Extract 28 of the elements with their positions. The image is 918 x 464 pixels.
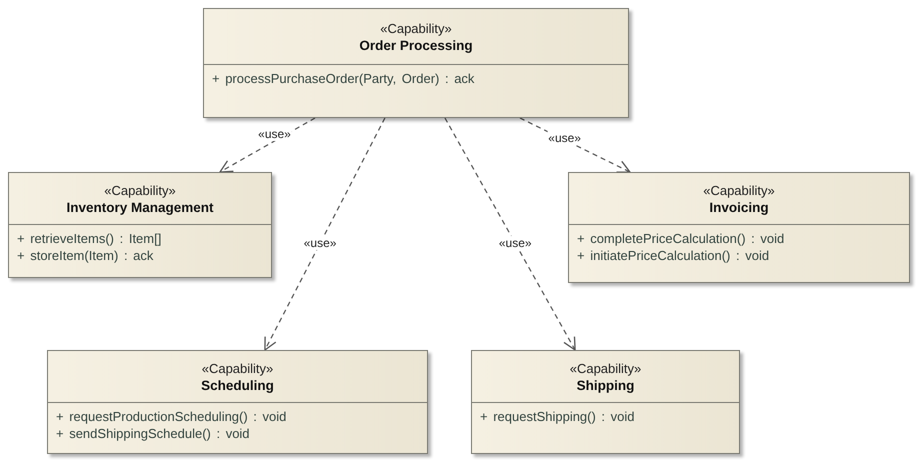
stereotype-label: «Capability»	[703, 182, 775, 198]
class-box	[471, 350, 740, 454]
dependency-arrow	[264, 118, 386, 351]
operation-text: + processPurchaseOrder(Party, Order) : ack	[212, 71, 476, 86]
operation-text: + storeItem(Item) : ack	[17, 248, 154, 263]
stereotype-label: «Capability»	[104, 182, 176, 198]
class-name: Shipping	[576, 378, 634, 392]
class-name: Order Processing	[359, 38, 473, 52]
operation-text: + requestProductionScheduling() : void	[56, 409, 288, 424]
dependency-arrow	[444, 118, 576, 351]
operation-text: + retrieveItems() : Item[]	[17, 231, 162, 246]
operation-text: + requestShipping() : void	[480, 409, 636, 424]
operation-text: + completePriceCalculation() : void	[577, 231, 786, 246]
class-name: Invoicing	[709, 200, 769, 214]
operation-text: + initiatePriceCalculation() : void	[577, 248, 770, 263]
class-name: Scheduling	[201, 378, 274, 392]
stereotype-label: «Capability»	[202, 360, 274, 376]
stereotype-label: «Capability»	[570, 360, 642, 376]
class-box	[203, 8, 629, 118]
class-box	[47, 350, 428, 454]
class-name: Inventory Management	[66, 200, 214, 214]
edge-label: «use»	[547, 130, 582, 145]
class-box	[568, 172, 910, 283]
edge-label: «use»	[302, 236, 338, 250]
operation-text: + sendShippingSchedule() : void	[56, 426, 251, 441]
edge-label: «use»	[498, 236, 533, 250]
stereotype-label: «Capability»	[380, 20, 452, 36]
class-box	[8, 172, 272, 278]
